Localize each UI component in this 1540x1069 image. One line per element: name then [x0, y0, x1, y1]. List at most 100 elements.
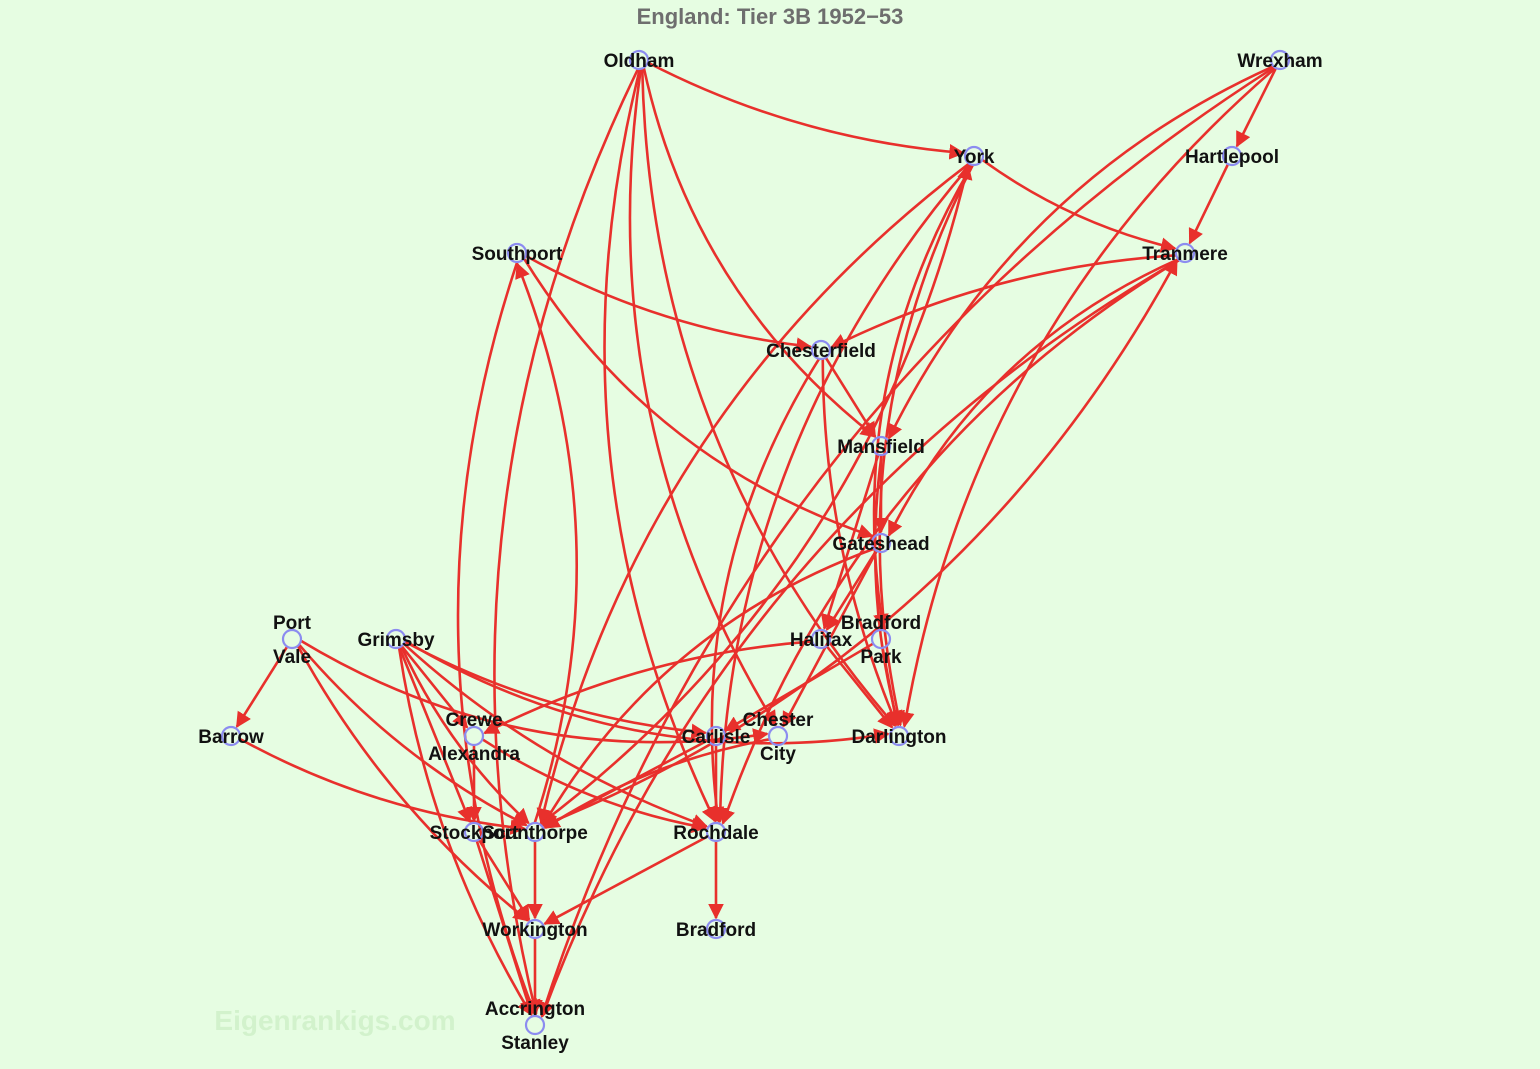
- node-port-vale-label: Vale: [273, 647, 311, 668]
- edge-southport-to-gateshead: [522, 257, 874, 540]
- edge-wrexham-to-darlington: [899, 66, 1277, 728]
- edge-grimsby-to-scunthorpe: [400, 645, 530, 825]
- edge-scunthorpe-to-tranmere: [541, 258, 1178, 828]
- node-barrow-label: Barrow: [198, 727, 264, 748]
- node-southport-label: Southport: [472, 244, 563, 265]
- watermark: Eigenrankigs.com: [214, 1005, 455, 1036]
- node-workington-marker: [524, 918, 546, 940]
- node-hartlepool-marker: [1221, 145, 1243, 167]
- edge-oldham-to-rochdale: [603, 68, 717, 823]
- node-mansfield: Mansfield: [837, 435, 925, 458]
- node-carlisle: Carlisle: [682, 725, 751, 748]
- node-rochdale-marker: [705, 821, 727, 843]
- node-southport: Southport: [472, 242, 563, 265]
- node-rochdale-label: Rochdale: [673, 823, 759, 844]
- edge-chesterfield-to-darlington: [821, 358, 899, 727]
- node-stockport-marker: [463, 821, 485, 843]
- node-crewe-alexandra-label: Alexandra: [428, 744, 520, 765]
- node-accrington-stanley-label: Stanley: [501, 1033, 569, 1054]
- node-york-label: York: [954, 147, 995, 168]
- node-bradford-park-marker: [870, 628, 892, 650]
- node-barrow-marker: [220, 725, 242, 747]
- edge-york-to-tranmere: [981, 158, 1177, 253]
- edge-bradford-park-to-darlington: [881, 647, 903, 727]
- node-gateshead: Gateshead: [832, 532, 930, 555]
- node-hartlepool: Hartlepool: [1185, 145, 1279, 168]
- node-grimsby: Grimsby: [357, 628, 435, 651]
- node-york: York: [954, 145, 995, 168]
- node-wrexham-marker: [1269, 49, 1291, 71]
- node-grimsby-label: Grimsby: [357, 630, 435, 651]
- node-bradford-park-label: Bradford: [841, 613, 921, 634]
- diagram-title: England: Tier 3B 1952−53: [637, 4, 904, 29]
- node-port-vale-marker: [281, 628, 303, 650]
- node-tranmere-marker: [1174, 242, 1196, 264]
- node-port-vale-label: Port: [273, 613, 312, 634]
- node-darlington: Darlington: [852, 725, 947, 748]
- node-bradford-marker: [705, 918, 727, 940]
- node-chester-city-label: Chester: [743, 710, 814, 731]
- edge-mansfield-to-halifax: [820, 454, 880, 630]
- edge-wrexham-to-accrington-stanley: [538, 66, 1276, 1018]
- node-wrexham-label: Wrexham: [1237, 51, 1322, 72]
- edge-chesterfield-to-mansfield: [824, 356, 877, 438]
- edge-oldham-to-accrington-stanley: [493, 68, 640, 1016]
- edge-scunthorpe-to-york: [539, 163, 973, 826]
- node-chesterfield-marker: [810, 339, 832, 361]
- edge-southport-to-chesterfield: [524, 254, 813, 353]
- edge-layer: [235, 61, 1278, 1019]
- node-halifax-marker: [810, 628, 832, 650]
- node-scunthorpe: Scunthorpe: [482, 821, 588, 844]
- node-chesterfield-label: Chesterfield: [766, 341, 876, 362]
- node-bradford-label: Bradford: [676, 920, 756, 941]
- edge-stockport-to-workington: [477, 838, 531, 922]
- node-carlisle-label: Carlisle: [682, 727, 751, 748]
- node-chester-city-marker: [767, 725, 789, 747]
- node-york-marker: [963, 145, 985, 167]
- edge-barrow-to-scunthorpe: [238, 737, 527, 835]
- edge-oldham-to-chester-city: [628, 68, 777, 727]
- node-wrexham: Wrexham: [1237, 49, 1323, 72]
- node-grimsby-marker: [385, 628, 407, 650]
- node-chesterfield: Chesterfield: [766, 339, 876, 362]
- node-bradford-park-label: Park: [860, 647, 902, 668]
- node-crewe-alexandra-marker: [463, 725, 485, 747]
- edge-crewe-alexandra-to-rochdale: [481, 738, 708, 834]
- node-rochdale: Rochdale: [673, 821, 759, 844]
- node-barrow: Barrow: [198, 725, 264, 748]
- edge-grimsby-to-accrington-stanley: [397, 647, 533, 1016]
- node-stockport: Stockport: [430, 821, 519, 844]
- edge-tranmere-to-accrington-stanley: [539, 258, 1180, 1019]
- node-crewe-alexandra-label: Crewe: [445, 710, 502, 731]
- edge-grimsby-to-stockport: [398, 646, 472, 824]
- edge-wrexham-to-mansfield: [887, 65, 1275, 440]
- node-gateshead-label: Gateshead: [832, 534, 929, 555]
- node-accrington-stanley-marker: [524, 1014, 546, 1036]
- node-accrington-stanley-label: Accrington: [485, 999, 585, 1020]
- node-tranmere: Tranmere: [1142, 242, 1228, 265]
- edge-tranmere-to-chesterfield: [830, 254, 1177, 349]
- node-bradford: Bradford: [676, 918, 756, 941]
- edge-stockport-to-accrington-stanley: [475, 840, 535, 1016]
- node-oldham-marker: [628, 49, 650, 71]
- edge-halifax-to-crewe-alexandra: [483, 640, 813, 735]
- edge-gateshead-to-scunthorpe: [542, 547, 875, 827]
- node-halifax-label: Halifax: [790, 630, 853, 651]
- edge-grimsby-to-crewe-alexandra: [400, 645, 469, 729]
- node-chester-city-label: City: [760, 744, 796, 765]
- node-mansfield-marker: [870, 435, 892, 457]
- node-oldham: Oldham: [604, 49, 674, 72]
- node-carlisle-marker: [705, 725, 727, 747]
- edge-wrexham-to-hartlepool: [1235, 67, 1278, 148]
- edge-halifax-to-darlington: [825, 645, 894, 729]
- node-darlington-label: Darlington: [852, 727, 947, 748]
- edge-port-vale-to-barrow: [235, 645, 289, 729]
- node-workington: Workington: [482, 918, 588, 941]
- edge-oldham-to-york: [647, 61, 965, 160]
- edge-grimsby-to-rochdale: [402, 642, 709, 829]
